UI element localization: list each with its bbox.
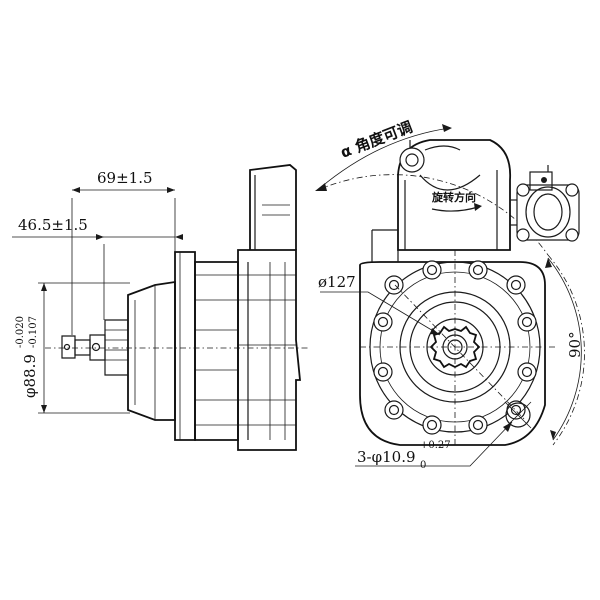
angle-90-dimension: 90° [545, 257, 584, 441]
bolt-circle-dimension: ø127 [318, 273, 441, 336]
dimension-diameter-label: φ88.9 [21, 354, 39, 398]
holes-tol-lower: 0 [420, 460, 426, 471]
dimension-diameter-88-9: φ88.9 -0.020 -0.107 [15, 282, 130, 414]
rotation-direction-label: 旋转方向 [431, 190, 476, 204]
front-view: 旋转方向 [317, 139, 585, 446]
dimension-diameter-tol-lower: -0.107 [28, 316, 39, 348]
holes-label: 3-φ10.9 [357, 448, 416, 466]
holes-dimension: 3-φ10.9 +0.27 0 [355, 421, 513, 471]
dimension-46-5-label: 46.5±1.5 [18, 216, 88, 234]
dimension-69: 69±1.5 [71, 169, 176, 335]
dimension-46-5: 46.5±1.5 [12, 216, 183, 320]
dimension-diameter-tol-upper: -0.020 [15, 316, 26, 348]
dimension-69-label: 69±1.5 [97, 169, 153, 187]
holes-tol-upper: +0.27 [420, 440, 451, 451]
bolt-circle-label: ø127 [318, 273, 356, 291]
angle-90-label: 90° [566, 331, 584, 358]
side-view [45, 164, 310, 451]
alpha-angle-annotation: α 角度可调 [315, 118, 452, 191]
